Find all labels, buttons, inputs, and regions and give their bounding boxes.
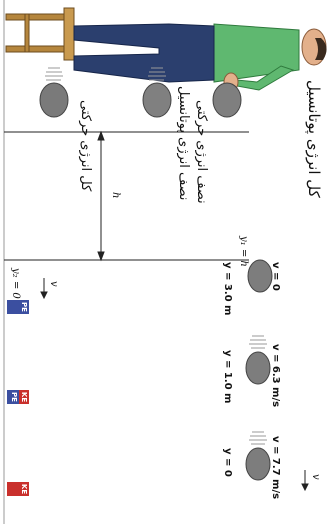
velocity-arrow-right xyxy=(301,470,309,492)
state-1-height: y = 1.0 m xyxy=(222,350,233,404)
bar-0-pe: PE xyxy=(20,302,28,312)
rock-middle xyxy=(142,67,172,118)
height-axis xyxy=(4,130,249,262)
rock-right-top xyxy=(247,259,273,293)
label-h: h xyxy=(110,192,121,199)
bar-1-ke: KE xyxy=(19,390,29,404)
energy-bar-state-1: KE PE xyxy=(7,390,29,404)
label-y1: y₁ = h xyxy=(238,236,249,267)
rock-right-bottom xyxy=(245,431,271,481)
label-y2: y₂ = 0 xyxy=(10,268,21,299)
state-0-speed: v = 0 xyxy=(270,262,281,291)
velocity-arrow-left xyxy=(40,278,48,300)
label-total-kinetic: کل انرژی حرکتی xyxy=(78,100,93,192)
state-2-height: y = 0 xyxy=(222,448,233,477)
rock-bottom xyxy=(39,67,69,118)
stool xyxy=(5,7,75,61)
energy-bar-state-2: KE xyxy=(7,482,29,496)
rock-top xyxy=(212,82,242,118)
bar-2-ke: KE xyxy=(20,483,28,495)
state-1-speed: v = 6.3 m/s xyxy=(270,344,281,408)
bar-1-pe: PE xyxy=(10,392,18,402)
state-2-speed: v = 7.7 m/s xyxy=(270,436,281,500)
label-half-kinetic: نصف انرژی حرکتی xyxy=(194,100,209,204)
state-0-height: y = 3.0 m xyxy=(222,262,233,316)
rock-right-middle xyxy=(245,335,271,385)
label-total-potential: کل انرژی پوتانسیل xyxy=(305,80,323,198)
energy-bar-state-0: PE xyxy=(7,300,29,314)
label-v-left: v xyxy=(48,281,59,287)
label-half-potential: نصف انرژی پوتانسیل xyxy=(176,86,191,201)
person xyxy=(73,23,327,92)
label-v-right: v xyxy=(310,474,321,480)
